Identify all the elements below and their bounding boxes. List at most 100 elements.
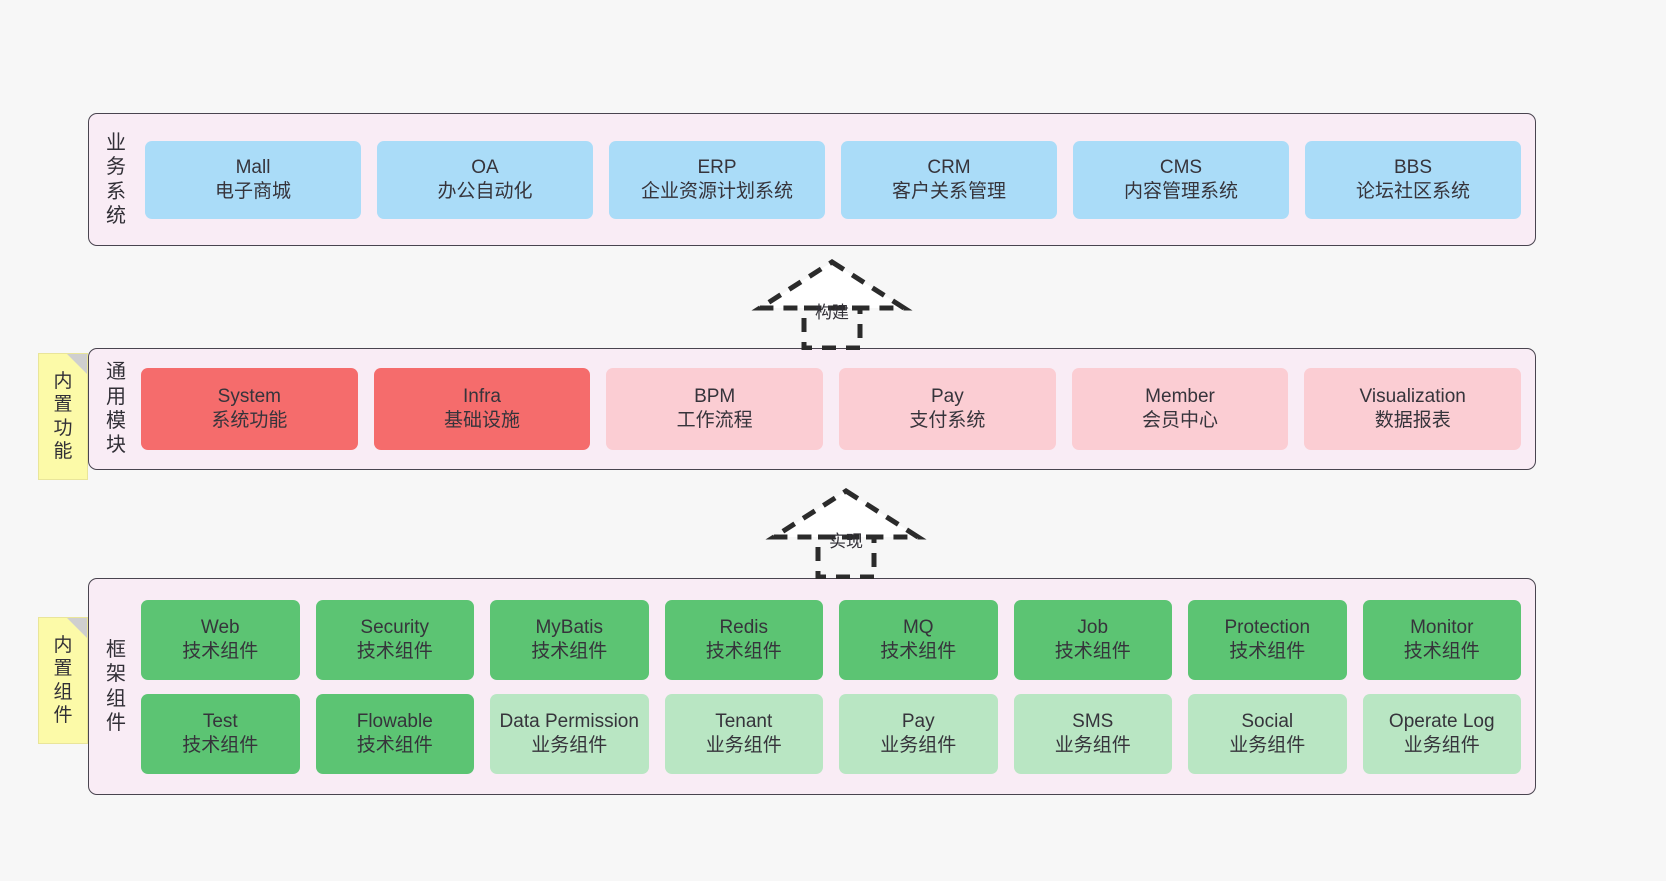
node-visualization[interactable]: Visualization 数据报表 [1304, 368, 1522, 450]
layer-row: Web 技术组件 Security 技术组件 MyBatis 技术组件 Redi… [141, 599, 1521, 680]
node-redis[interactable]: Redis 技术组件 [664, 599, 823, 680]
node-title: BPM [694, 386, 736, 408]
node-web[interactable]: Web 技术组件 [141, 599, 300, 680]
node-mq[interactable]: MQ 技术组件 [839, 599, 998, 680]
node-title: Monitor [1410, 616, 1474, 638]
node-subtitle: 技术组件 [531, 640, 608, 662]
node-subtitle: 工作流程 [676, 410, 753, 431]
node-bpm[interactable]: BPM 工作流程 [606, 368, 824, 450]
node-title: BBS [1393, 156, 1433, 178]
node-title: MyBatis [535, 616, 604, 638]
node-test[interactable]: Test 技术组件 [141, 693, 300, 774]
node-member[interactable]: Member 会员中心 [1071, 368, 1289, 450]
layer-row: Mall 电子商城 OA 办公自动化 ERP 企业资源计划系统 CRM 客户关系… [145, 140, 1521, 219]
node-bbs[interactable]: BBS 论坛社区系统 [1305, 140, 1521, 219]
node-subtitle: 论坛社区系统 [1355, 180, 1470, 202]
layer-business-system[interactable]: 业务系统 Mall 电子商城 OA 办公自动化 ERP 企业资源计划系统 CRM… [88, 113, 1536, 246]
node-title: Security [360, 616, 430, 638]
node-title: Operate Log [1388, 710, 1495, 732]
node-subtitle: 技术组件 [356, 640, 433, 662]
node-security[interactable]: Security 技术组件 [315, 599, 474, 680]
node-data-permission[interactable]: Data Permission 业务组件 [490, 693, 649, 774]
node-subtitle: 技术组件 [880, 640, 957, 662]
node-subtitle: 技术组件 [1403, 640, 1480, 662]
node-erp[interactable]: ERP 企业资源计划系统 [609, 140, 825, 219]
layer-body-framework-components: Web 技术组件 Security 技术组件 MyBatis 技术组件 Redi… [133, 579, 1535, 794]
node-subtitle: 业务组件 [705, 734, 782, 756]
sticky-note-label: 内置组件 [53, 635, 73, 726]
layer-row: System 系统功能 Infra 基础设施 BPM 工作流程 Pay 支付系统… [141, 368, 1522, 450]
node-subtitle: 电子商城 [214, 180, 291, 202]
node-subtitle: 系统功能 [211, 410, 288, 431]
node-mybatis[interactable]: MyBatis 技术组件 [490, 599, 649, 680]
node-title: Visualization [1359, 386, 1466, 408]
sticky-note-builtin-component[interactable]: 内置组件 [38, 617, 88, 744]
node-subtitle: 客户关系管理 [891, 180, 1006, 202]
node-title: Tenant [715, 710, 773, 732]
node-title: MQ [902, 616, 934, 638]
node-crm[interactable]: CRM 客户关系管理 [841, 140, 1057, 219]
node-subtitle: 基础设施 [444, 410, 521, 431]
node-title: Pay [901, 710, 935, 732]
layer-body-common-modules: System 系统功能 Infra 基础设施 BPM 工作流程 Pay 支付系统… [133, 349, 1535, 469]
node-subtitle: 技术组件 [1054, 640, 1131, 662]
dashed-generalization-arrow-icon [751, 259, 913, 351]
node-title: Redis [719, 616, 769, 638]
node-operate-log[interactable]: Operate Log 业务组件 [1362, 693, 1521, 774]
node-job[interactable]: Job 技术组件 [1013, 599, 1172, 680]
layer-body-business-system: Mall 电子商城 OA 办公自动化 ERP 企业资源计划系统 CRM 客户关系… [133, 114, 1535, 245]
node-title: SMS [1072, 710, 1114, 732]
layer-label-framework-components: 框架组件 [106, 638, 126, 734]
sticky-note-label: 内置功能 [53, 371, 73, 462]
connector-build-arrow: 构建 [748, 258, 916, 351]
node-title: Test [202, 710, 238, 732]
node-pay-business[interactable]: Pay 业务组件 [839, 693, 998, 774]
layer-framework-components[interactable]: 框架组件 Web 技术组件 Security 技术组件 MyBatis 技术组件… [88, 578, 1536, 795]
node-subtitle: 业务组件 [531, 734, 608, 756]
node-title: System [217, 386, 282, 408]
node-tenant[interactable]: Tenant 业务组件 [664, 693, 823, 774]
node-title: Mall [235, 156, 271, 178]
node-title: Job [1077, 616, 1109, 638]
node-subtitle: 企业资源计划系统 [640, 180, 793, 202]
connector-implement-arrow: 实现 [762, 487, 930, 580]
node-mall[interactable]: Mall 电子商城 [145, 140, 361, 219]
node-subtitle: 办公自动化 [437, 180, 533, 202]
node-subtitle: 会员中心 [1142, 410, 1219, 431]
node-title: Member [1145, 386, 1215, 408]
node-title: OA [471, 156, 499, 178]
node-system[interactable]: System 系统功能 [141, 368, 358, 450]
node-subtitle: 数据报表 [1374, 410, 1451, 431]
node-oa[interactable]: OA 办公自动化 [377, 140, 593, 219]
folded-corner-icon [67, 618, 87, 638]
node-subtitle: 支付系统 [909, 410, 986, 431]
node-title: CMS [1159, 156, 1203, 178]
node-subtitle: 技术组件 [1229, 640, 1306, 662]
node-subtitle: 业务组件 [1229, 734, 1306, 756]
node-flowable[interactable]: Flowable 技术组件 [315, 693, 474, 774]
node-title: ERP [697, 156, 737, 178]
node-social[interactable]: Social 业务组件 [1188, 693, 1347, 774]
node-cms[interactable]: CMS 内容管理系统 [1073, 140, 1289, 219]
dashed-generalization-arrow-icon [765, 488, 927, 580]
node-subtitle: 业务组件 [1403, 734, 1480, 756]
node-pay[interactable]: Pay 支付系统 [839, 368, 1056, 450]
node-title: Infra [462, 386, 502, 408]
node-subtitle: 业务组件 [1054, 734, 1131, 756]
node-subtitle: 技术组件 [356, 734, 433, 756]
node-monitor[interactable]: Monitor 技术组件 [1362, 599, 1521, 680]
node-title: Social [1241, 710, 1294, 732]
node-title: Flowable [356, 710, 433, 732]
layer-label-business-system: 业务系统 [106, 131, 126, 227]
node-sms[interactable]: SMS 业务组件 [1013, 693, 1172, 774]
node-subtitle: 内容管理系统 [1123, 180, 1238, 202]
node-title: Pay [930, 386, 964, 408]
node-subtitle: 业务组件 [880, 734, 957, 756]
layer-common-modules[interactable]: 通用模块 System 系统功能 Infra 基础设施 BPM 工作流程 Pay… [88, 348, 1536, 470]
node-infra[interactable]: Infra 基础设施 [373, 368, 591, 450]
node-subtitle: 技术组件 [705, 640, 782, 662]
sticky-note-builtin-function[interactable]: 内置功能 [38, 353, 88, 480]
node-protection[interactable]: Protection 技术组件 [1188, 599, 1347, 680]
layer-label-common-modules: 通用模块 [106, 361, 126, 457]
